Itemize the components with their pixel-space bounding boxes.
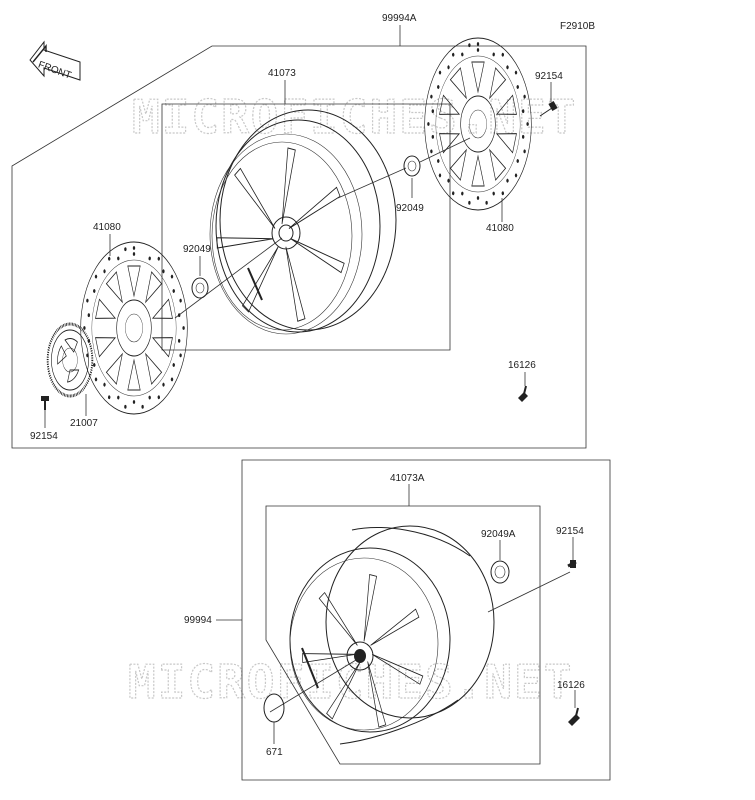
upper-air-valve xyxy=(518,385,528,402)
upper-rotor-ring-label: 21007 xyxy=(70,418,98,429)
lower-collar-label: 92049A xyxy=(481,529,516,540)
upper-assembly-frame xyxy=(11,45,587,449)
lower-bolt-label: 92154 xyxy=(556,526,584,537)
watermark-upper: MICROFICHES.NET xyxy=(132,90,577,144)
lower-bolt xyxy=(567,560,577,568)
lower-assembly-label: 99994 xyxy=(184,615,212,626)
upper-left-bolt-label: 92154 xyxy=(30,431,58,442)
lower-rim-label: 41073A xyxy=(390,473,425,484)
upper-left-collar-label: 92049 xyxy=(183,244,211,255)
diagram-code: F2910B xyxy=(560,21,595,32)
upper-wheel-rim xyxy=(209,109,397,335)
upper-right-disc-label: 41080 xyxy=(486,223,514,234)
upper-right-bolt xyxy=(539,101,558,117)
upper-left-collar xyxy=(191,277,209,299)
lower-assembly-frame xyxy=(241,459,611,781)
upper-right-bolt-label: 92154 xyxy=(535,71,563,82)
upper-rotor-ring xyxy=(46,322,94,398)
lower-assembly: 99994 41073A 92049A xyxy=(184,459,611,781)
lower-valve-label: 16126 xyxy=(557,680,585,691)
upper-left-disc-label: 41080 xyxy=(93,222,121,233)
upper-right-collar xyxy=(403,155,421,177)
lower-collar xyxy=(490,560,510,584)
front-arrow-label: FRONT xyxy=(36,59,72,81)
upper-valve-label: 16126 xyxy=(508,360,536,371)
upper-right-collar-label: 92049 xyxy=(396,203,424,214)
upper-left-brake-disc xyxy=(80,241,188,415)
upper-left-bolt xyxy=(41,396,49,410)
front-arrow-icon: FRONT xyxy=(29,40,81,82)
upper-assembly-label: 99994A xyxy=(382,13,417,24)
upper-right-brake-disc xyxy=(424,37,532,211)
lower-o-ring-label: 671 xyxy=(266,747,283,758)
lower-air-valve xyxy=(568,707,580,726)
upper-rim-label: 41073 xyxy=(268,68,296,79)
lower-wheel-rim xyxy=(289,525,495,745)
upper-assembly: 99994A 41073 92049 xyxy=(11,13,587,449)
